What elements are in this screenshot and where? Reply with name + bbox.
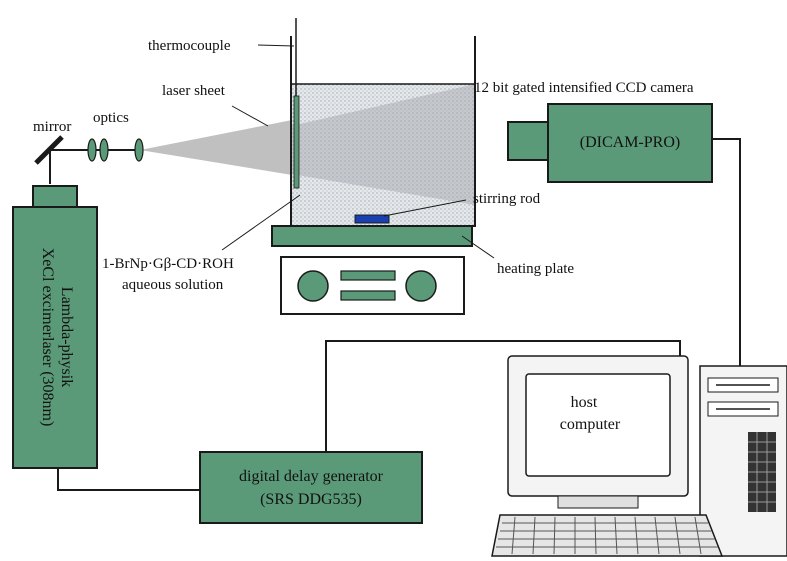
heating-plate-knob-right (405, 270, 437, 302)
delay-generator-box (199, 451, 423, 524)
delay-generator-label-line1: digital delay generator (239, 468, 384, 485)
host-computer: host computer (491, 355, 787, 557)
laser-sheet-leader (231, 105, 269, 127)
labels: thermocouple laser sheet 12 bit gated in… (33, 38, 694, 293)
heating-plate-display-bottom (340, 290, 396, 301)
monitor-screen (525, 373, 671, 477)
thermocouple-leader (257, 44, 295, 47)
heating-plate-display-top (340, 270, 396, 281)
monitor-stand (557, 495, 639, 509)
stirring-rod (354, 214, 390, 224)
laser-to-delay-cable (57, 468, 200, 491)
stirring-rod-label: stirring rod (473, 191, 541, 207)
laser-body (12, 206, 98, 469)
beaker (290, 36, 476, 227)
optics-lens-2 (99, 138, 109, 162)
solution-leader (221, 194, 301, 251)
mirror-label: mirror (33, 119, 71, 135)
stirring-rod-leader (383, 199, 467, 217)
optics-lens-1 (87, 138, 97, 162)
leader-lines (221, 44, 495, 259)
camera-to-computer-cable (712, 138, 741, 370)
camera-lens (507, 121, 549, 161)
camera-model-label: (DICAM-PRO) (580, 134, 680, 151)
keyboard-keys (496, 516, 718, 555)
thermocouple-probe (293, 95, 300, 189)
solution-label-line1: 1-BrNp·Gβ-CD·ROH (102, 256, 234, 272)
keyboard (491, 514, 724, 557)
laser-label-line1: Lambda-physik (58, 287, 75, 387)
optics-label: optics (93, 110, 129, 126)
laser-sheet-in-solution (291, 84, 475, 205)
heating-plate-knob-left (297, 270, 329, 302)
heating-plate-top (271, 225, 473, 247)
optics-lens-3 (134, 138, 144, 162)
tower-vent-grid (748, 432, 776, 512)
computer-label-line1: host (571, 394, 598, 411)
camera-body (547, 103, 713, 183)
delay-generator-label-line2: (SRS DDG535) (260, 491, 362, 508)
laser-sheet-label: laser sheet (162, 83, 226, 99)
heating-plate-leader (461, 235, 495, 259)
laser-label-line2: XeCl excimerlaser (308nm) (39, 248, 56, 427)
heating-plate (271, 225, 473, 315)
thermocouple-label: thermocouple (148, 38, 231, 54)
delay-generator: digital delay generator (SRS DDG535) (199, 451, 423, 524)
thermocouple (293, 18, 300, 189)
laser-head (32, 185, 78, 208)
optics-assembly (34, 135, 144, 184)
heating-plate-label: heating plate (497, 261, 574, 277)
ccd-camera: (DICAM-PRO) (507, 103, 713, 183)
camera-title-label: 12 bit gated intensified CCD camera (474, 80, 694, 96)
solution-label-line2: aqueous solution (122, 277, 224, 293)
excimer-laser: Lambda-physik XeCl excimerlaser (308nm) (12, 185, 98, 469)
computer-label-line2: computer (560, 416, 621, 433)
